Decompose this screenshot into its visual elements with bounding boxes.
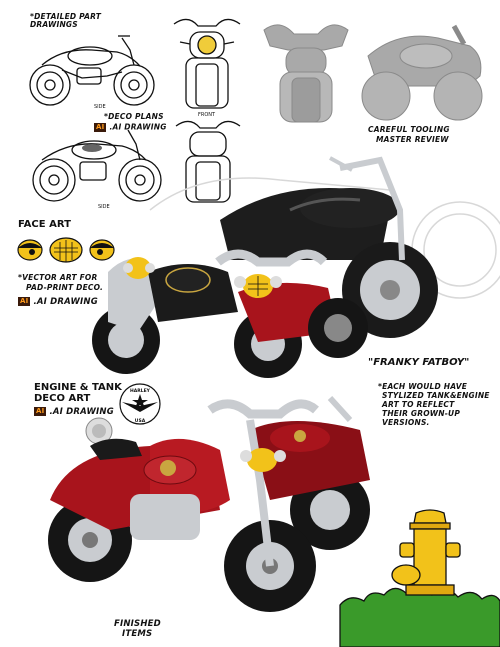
- line-drawing-side-top: SIDE: [29, 35, 155, 110]
- tooling-line1: CAREFUL TOOLING: [368, 125, 450, 134]
- eagle-badge-icon: HARLEY USA: [119, 383, 161, 425]
- engine-ai-text: .AI DRAWING: [49, 407, 114, 418]
- engine-disc-icon: [85, 417, 113, 445]
- ai-file-icon: Ai: [94, 123, 107, 133]
- each-line3: ART TO REFLECT: [382, 400, 455, 409]
- ai-file-icon: Ai: [18, 297, 31, 307]
- side-bottom-label: SIDE: [98, 204, 110, 210]
- ai-drawing-1: Ai.AI DRAWING: [18, 297, 98, 307]
- reference-motorcycle: [149, 156, 500, 338]
- engine-line1: ENGINE & TANK: [34, 382, 122, 393]
- deco-plans-line2-wrap: Ai.AI DRAWING: [94, 122, 167, 133]
- engine-ai: Ai.AI DRAWING: [34, 407, 114, 417]
- line-drawing-side-bottom: SIDE: [32, 129, 162, 210]
- each-line1: *EACH WOULD HAVE: [378, 382, 468, 391]
- each-line2: STYLIZED TANK&ENGINE: [382, 391, 490, 400]
- engine-line2: DECO ART: [34, 393, 91, 404]
- deco-plans-line1: *DECO PLANS: [104, 112, 164, 121]
- finished-toy-bikes: [48, 395, 370, 612]
- badge-bottom-text: USA: [135, 418, 146, 424]
- finished-line2: ITEMS: [122, 629, 153, 639]
- each-line4: THEIR GROWN-UP: [382, 409, 461, 418]
- side-top-label: SIDE: [94, 104, 106, 110]
- ai-drawing-1-text: .AI DRAWING: [33, 297, 98, 308]
- toy-bikes-middle: [92, 249, 368, 378]
- vector-art-line2: PAD-PRINT DECO.: [26, 283, 104, 292]
- tooling-clay-models: [263, 24, 483, 123]
- face-art-icon: [17, 237, 115, 263]
- badge-top-text: HARLEY: [130, 388, 151, 394]
- line-drawing-front: FRONT: [173, 18, 241, 118]
- franky-fatboy-label: "FRANKY FATBOY": [368, 357, 470, 368]
- front-label: FRONT: [198, 112, 216, 118]
- finished-line1: FINISHED: [114, 619, 161, 629]
- detailed-part-label: *DETAILED PART DRAWINGS: [30, 12, 102, 29]
- each-line5: VERSIONS.: [382, 418, 430, 427]
- tooling-line2: MASTER REVIEW: [376, 135, 449, 144]
- vector-art-line1: *VECTOR ART FOR: [18, 273, 98, 282]
- hydrant-icon: [339, 509, 500, 647]
- face-art-label: FACE ART: [18, 219, 71, 230]
- deco-plans-line2: .AI DRAWING: [109, 122, 167, 132]
- ai-file-icon: Ai: [34, 407, 47, 417]
